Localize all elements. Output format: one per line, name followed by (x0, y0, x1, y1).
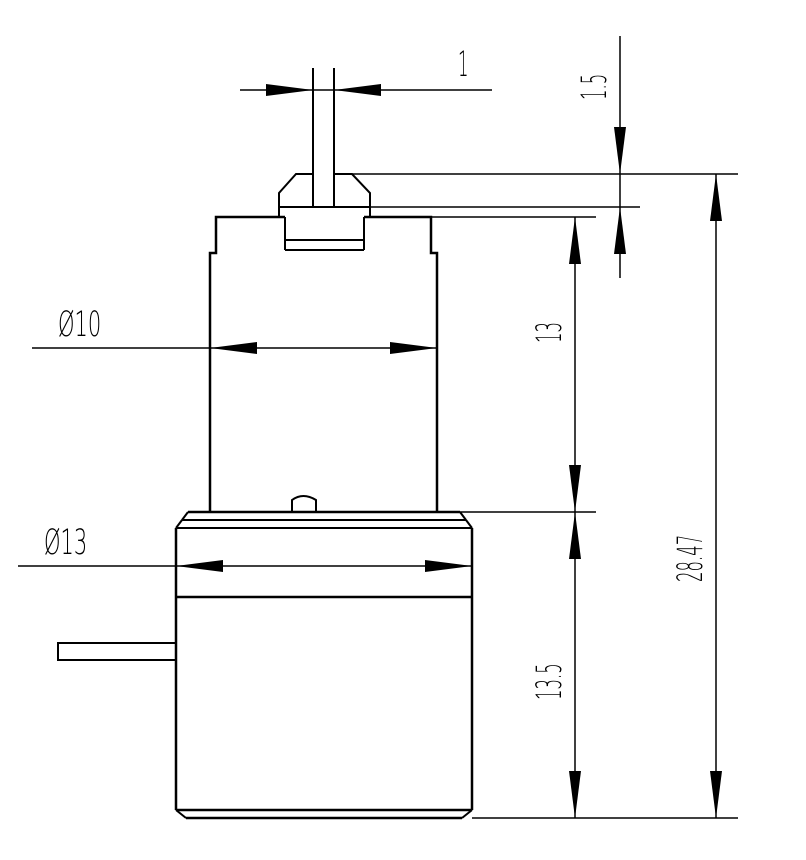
side-wire (57, 642, 176, 661)
dimension-label-small-diameter: Ø10 (58, 303, 101, 344)
dimension-total-height: 28.47 (671, 174, 722, 818)
pin-shaft (312, 68, 335, 208)
hex-cap (278, 173, 371, 217)
dimension-lower-height: 13.5 (530, 512, 581, 818)
dimension-small-diameter: Ø10 (32, 303, 437, 354)
dimension-label-large-diameter: Ø13 (44, 521, 87, 562)
upper-cylinder (208, 215, 439, 512)
dimension-label-pin-extension: 1.5 (575, 74, 615, 100)
part-outline (57, 68, 474, 820)
flange-ring (175, 510, 473, 529)
threaded-neck (284, 217, 365, 251)
dimension-label-total-height: 28.47 (671, 535, 711, 582)
dimension-label-upper-height: 13 (530, 322, 570, 343)
dimension-pin-extension: 1.5 (575, 36, 626, 278)
extension-lines-top (352, 173, 738, 819)
dimension-label-lower-height: 13.5 (530, 663, 570, 700)
dimension-pin-width: 1 (240, 45, 492, 96)
dimension-upper-height: 13 (530, 217, 581, 512)
dimension-label-pin-width: 1 (458, 45, 468, 85)
lower-body (174, 528, 474, 820)
shoulder-bump (291, 495, 317, 512)
dimension-large-diameter: Ø13 (18, 521, 472, 572)
